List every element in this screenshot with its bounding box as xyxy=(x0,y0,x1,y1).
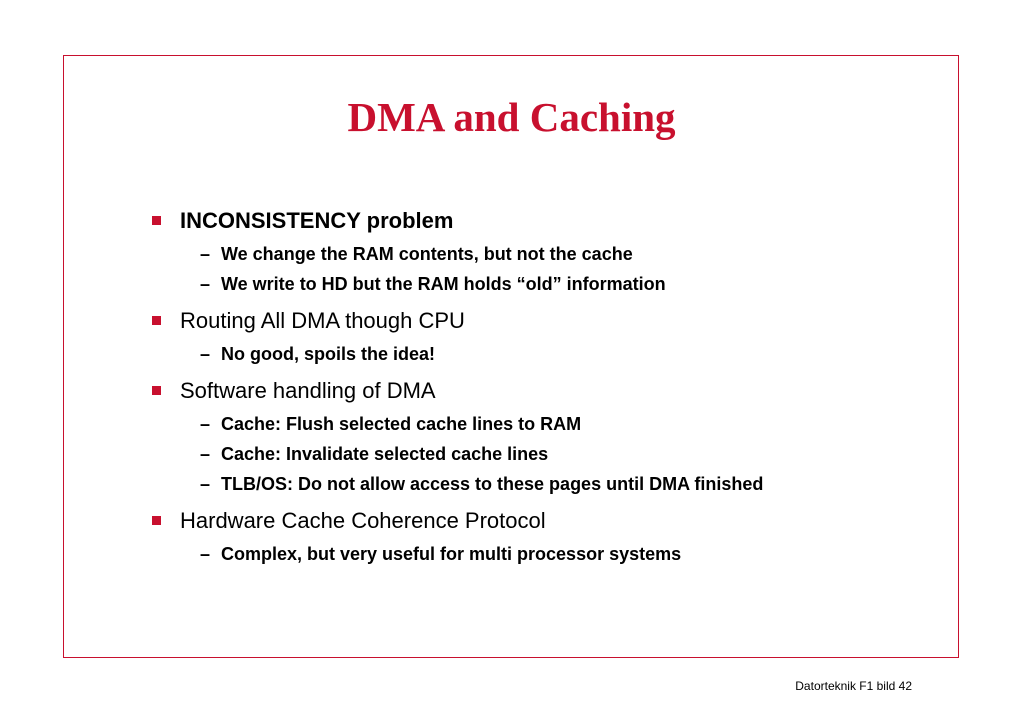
sub-list: – Complex, but very useful for multi pro… xyxy=(180,539,912,569)
dash-icon: – xyxy=(200,244,211,264)
dash-icon: – xyxy=(200,344,211,364)
sub-item: – Cache: Flush selected cache lines to R… xyxy=(200,409,912,439)
slide-footer: Datorteknik F1 bild 42 xyxy=(795,679,912,693)
sub-item-text: Cache: Invalidate selected cache lines xyxy=(221,444,549,464)
sub-item: – TLB/OS: Do not allow access to these p… xyxy=(200,469,912,499)
sub-list: – No good, spoils the idea! xyxy=(180,339,912,369)
sub-item-text: Cache: Flush selected cache lines to RAM xyxy=(221,414,582,434)
sub-item-text: We write to HD but the RAM holds “old” i… xyxy=(221,274,666,294)
sub-list: – Cache: Flush selected cache lines to R… xyxy=(180,409,912,499)
sub-item-text: TLB/OS: Do not allow access to these pag… xyxy=(221,474,764,494)
slide-frame xyxy=(63,55,959,658)
sub-item: – We change the RAM contents, but not th… xyxy=(200,239,912,269)
sub-item-text: No good, spoils the idea! xyxy=(221,344,436,364)
sub-item: – No good, spoils the idea! xyxy=(200,339,912,369)
dash-icon: – xyxy=(200,274,211,294)
bullet-text: INCONSISTENCY problem xyxy=(180,208,454,233)
square-bullet-icon xyxy=(152,316,161,325)
square-bullet-icon xyxy=(152,516,161,525)
dash-icon: – xyxy=(200,544,211,564)
bullet-item: INCONSISTENCY problem – We change the RA… xyxy=(152,205,912,299)
square-bullet-icon xyxy=(152,386,161,395)
bullet-list: INCONSISTENCY problem – We change the RA… xyxy=(152,205,912,575)
bullet-item: Hardware Cache Coherence Protocol – Comp… xyxy=(152,505,912,569)
bullet-item: Software handling of DMA – Cache: Flush … xyxy=(152,375,912,499)
bullet-item: Routing All DMA though CPU – No good, sp… xyxy=(152,305,912,369)
slide-title: DMA and Caching xyxy=(347,94,676,140)
bullet-text: Hardware Cache Coherence Protocol xyxy=(180,508,546,533)
square-bullet-icon xyxy=(152,216,161,225)
sub-item: – We write to HD but the RAM holds “old”… xyxy=(200,269,912,299)
sub-item-text: We change the RAM contents, but not the … xyxy=(221,244,633,264)
dash-icon: – xyxy=(200,444,211,464)
bullet-text: Software handling of DMA xyxy=(180,378,436,403)
dash-icon: – xyxy=(200,414,211,434)
sub-list: – We change the RAM contents, but not th… xyxy=(180,239,912,299)
sub-item-text: Complex, but very useful for multi proce… xyxy=(221,544,682,564)
sub-item: – Complex, but very useful for multi pro… xyxy=(200,539,912,569)
sub-item: – Cache: Invalidate selected cache lines xyxy=(200,439,912,469)
dash-icon: – xyxy=(200,474,211,494)
bullet-text: Routing All DMA though CPU xyxy=(180,308,465,333)
